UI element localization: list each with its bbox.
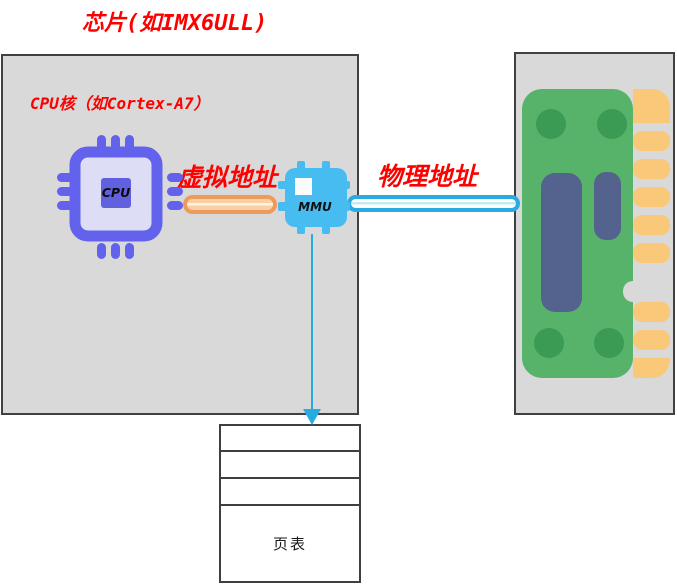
- page-table-row: [221, 452, 359, 479]
- ram-mounting-holes: [534, 109, 627, 358]
- page-table-label-row: 页表: [221, 506, 359, 581]
- physical-address-bus: [347, 195, 520, 212]
- virtual-address-label: 虚拟地址: [177, 163, 278, 192]
- page-table: 页表: [219, 424, 361, 583]
- mmu-body: [285, 168, 347, 227]
- mmu-label: MMU: [298, 200, 332, 214]
- diagram-title: 芯片(如IMX6ULL): [82, 11, 268, 36]
- cpu-label: CPU: [102, 185, 131, 200]
- ram-notch: [623, 281, 673, 302]
- cpu-core-square: [101, 178, 131, 208]
- physical-address-label: 物理地址: [377, 162, 478, 191]
- memory-box: [514, 52, 675, 415]
- ram-memory-chips: [541, 172, 621, 312]
- page-table-label: 页表: [272, 535, 307, 553]
- ram-gold-fingers: [633, 89, 670, 378]
- mmu-to-pagetable-arrowhead: [303, 409, 321, 425]
- page-table-row: [221, 479, 359, 506]
- mmu-chip-icon: MMU: [278, 161, 350, 234]
- chip-box: [1, 54, 359, 415]
- mmu-to-pagetable-line: [311, 234, 313, 411]
- mmu-window: [295, 178, 312, 195]
- ram-module-icon: [522, 89, 673, 378]
- cpu-core-label: CPU核（如Cortex-A7）: [30, 94, 210, 113]
- page-table-row: [221, 426, 359, 452]
- cpu-chip-icon: CPU: [57, 135, 183, 259]
- virtual-address-bus: [183, 195, 277, 214]
